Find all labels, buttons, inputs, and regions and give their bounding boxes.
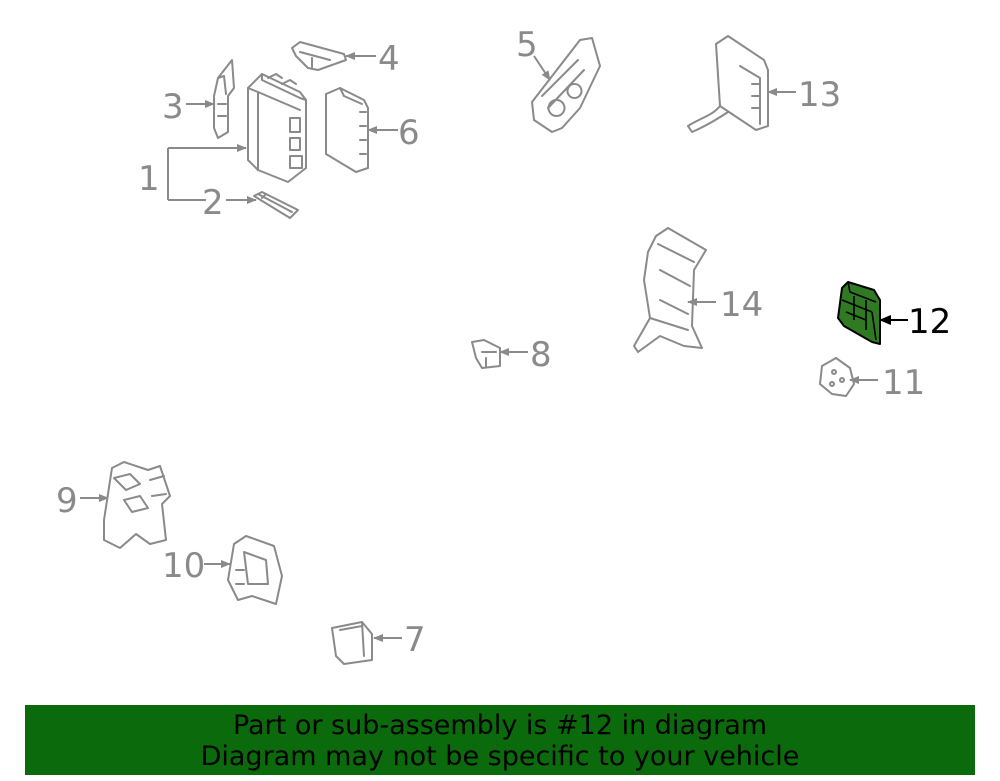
callout-label-11: 11: [882, 363, 925, 403]
callout-label-2: 2: [202, 183, 224, 223]
callout-12: 12: [879, 302, 951, 342]
part-6-module[interactable]: [325, 87, 369, 173]
callout-9: 9: [56, 481, 109, 521]
callout-label-12: 12: [908, 302, 951, 342]
part-13-module[interactable]: [687, 35, 769, 133]
callout-11: 11: [849, 363, 925, 403]
callout-label-9: 9: [56, 481, 78, 521]
part-11-gasket[interactable]: [819, 357, 855, 397]
part-14-bracket[interactable]: [633, 227, 707, 353]
callout-6: 6: [367, 113, 420, 153]
callout-1: 1: [138, 144, 247, 201]
banner-line-1: Part or sub-assembly is #12 in diagram: [232, 710, 768, 741]
callout-label-10: 10: [162, 546, 205, 586]
part-10-bracket[interactable]: [227, 535, 283, 605]
callout-14: 14: [687, 285, 763, 325]
callout-7: 7: [373, 620, 426, 660]
info-banner: Part or sub-assembly is #12 in diagram D…: [25, 705, 975, 775]
callout-label-1: 1: [138, 159, 160, 199]
part-7-cover[interactable]: [331, 621, 373, 665]
callout-label-6: 6: [398, 113, 420, 153]
part-5-bracket[interactable]: [531, 37, 601, 133]
banner-line-2: Diagram may not be specific to your vehi…: [200, 741, 800, 772]
callout-label-5: 5: [516, 25, 538, 65]
part-2-cover-strip[interactable]: [253, 191, 299, 219]
callout-3: 3: [162, 87, 215, 127]
part-3-bracket[interactable]: [213, 59, 235, 139]
part-8-clip[interactable]: [471, 339, 501, 369]
callout-8: 8: [499, 335, 552, 375]
callout-label-13: 13: [798, 75, 841, 115]
callout-label-4: 4: [378, 39, 400, 79]
callout-label-7: 7: [404, 620, 426, 660]
callout-2: 2: [202, 183, 257, 223]
part-4-clip[interactable]: [291, 41, 347, 71]
callout-13: 13: [767, 75, 841, 115]
callout-label-14: 14: [720, 285, 763, 325]
part-12-module-highlighted[interactable]: [837, 281, 881, 345]
callout-4: 4: [345, 39, 400, 79]
part-1-control-module[interactable]: [247, 73, 307, 183]
callout-label-8: 8: [530, 335, 552, 375]
callout-10: 10: [162, 546, 231, 586]
part-9-junction-block[interactable]: [103, 461, 171, 549]
callout-5: 5: [516, 25, 551, 81]
callout-label-3: 3: [162, 87, 184, 127]
